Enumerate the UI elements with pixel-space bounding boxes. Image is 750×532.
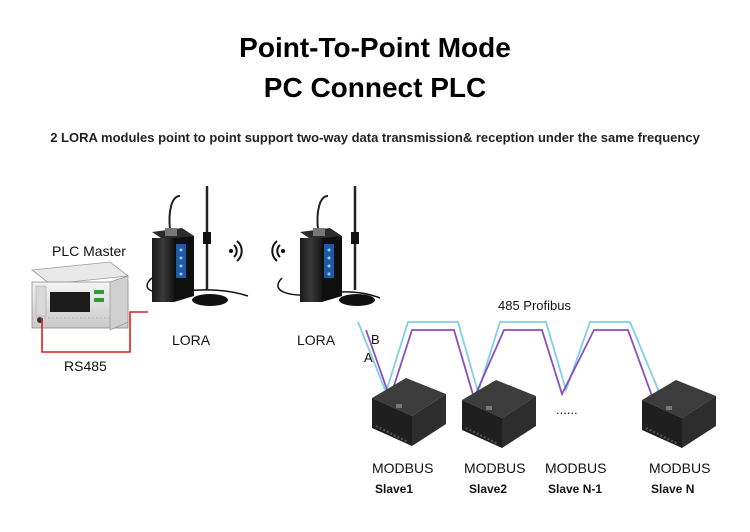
plc-master-device xyxy=(30,261,130,331)
slave-device-2 xyxy=(462,380,536,448)
diagram-title-line1: Point-To-Point Mode xyxy=(239,32,511,63)
line-a-label: A xyxy=(364,350,373,365)
slave-n-1-name-label: Slave N-1 xyxy=(548,482,603,496)
slave-n-type-label: MODBUS xyxy=(649,460,711,476)
slave1-name-label: Slave1 xyxy=(375,482,414,496)
bus-label: 485 Profibus xyxy=(498,298,571,313)
bus-line-b xyxy=(357,321,661,396)
wireless-signal-out-icon xyxy=(229,240,243,262)
rs485-label: RS485 xyxy=(64,358,107,374)
bus-ellipsis: ...... xyxy=(556,402,578,417)
bus-line-a xyxy=(365,329,653,401)
slave1-type-label: MODBUS xyxy=(372,460,434,476)
lora-module-1 xyxy=(146,186,249,306)
diagram-title-line2: PC Connect PLC xyxy=(263,72,487,103)
slave-n-1-type-label: MODBUS xyxy=(545,460,607,476)
wireless-signal-in-icon xyxy=(271,240,285,262)
slave-n-name-label: Slave N xyxy=(651,482,695,496)
lora-label-1: LORA xyxy=(172,332,211,348)
line-b-label: B xyxy=(371,332,380,347)
slave-device-1 xyxy=(372,378,446,446)
plc-master-label: PLC Master xyxy=(52,243,126,259)
rs485-wire xyxy=(41,311,148,353)
diagram-subtitle: 2 LORA modules point to point support tw… xyxy=(50,130,700,145)
lora-module-2 xyxy=(277,186,381,306)
slave-device-n xyxy=(642,380,716,448)
lora-label-2: LORA xyxy=(297,332,336,348)
slave2-type-label: MODBUS xyxy=(464,460,526,476)
slave2-name-label: Slave2 xyxy=(469,482,508,496)
